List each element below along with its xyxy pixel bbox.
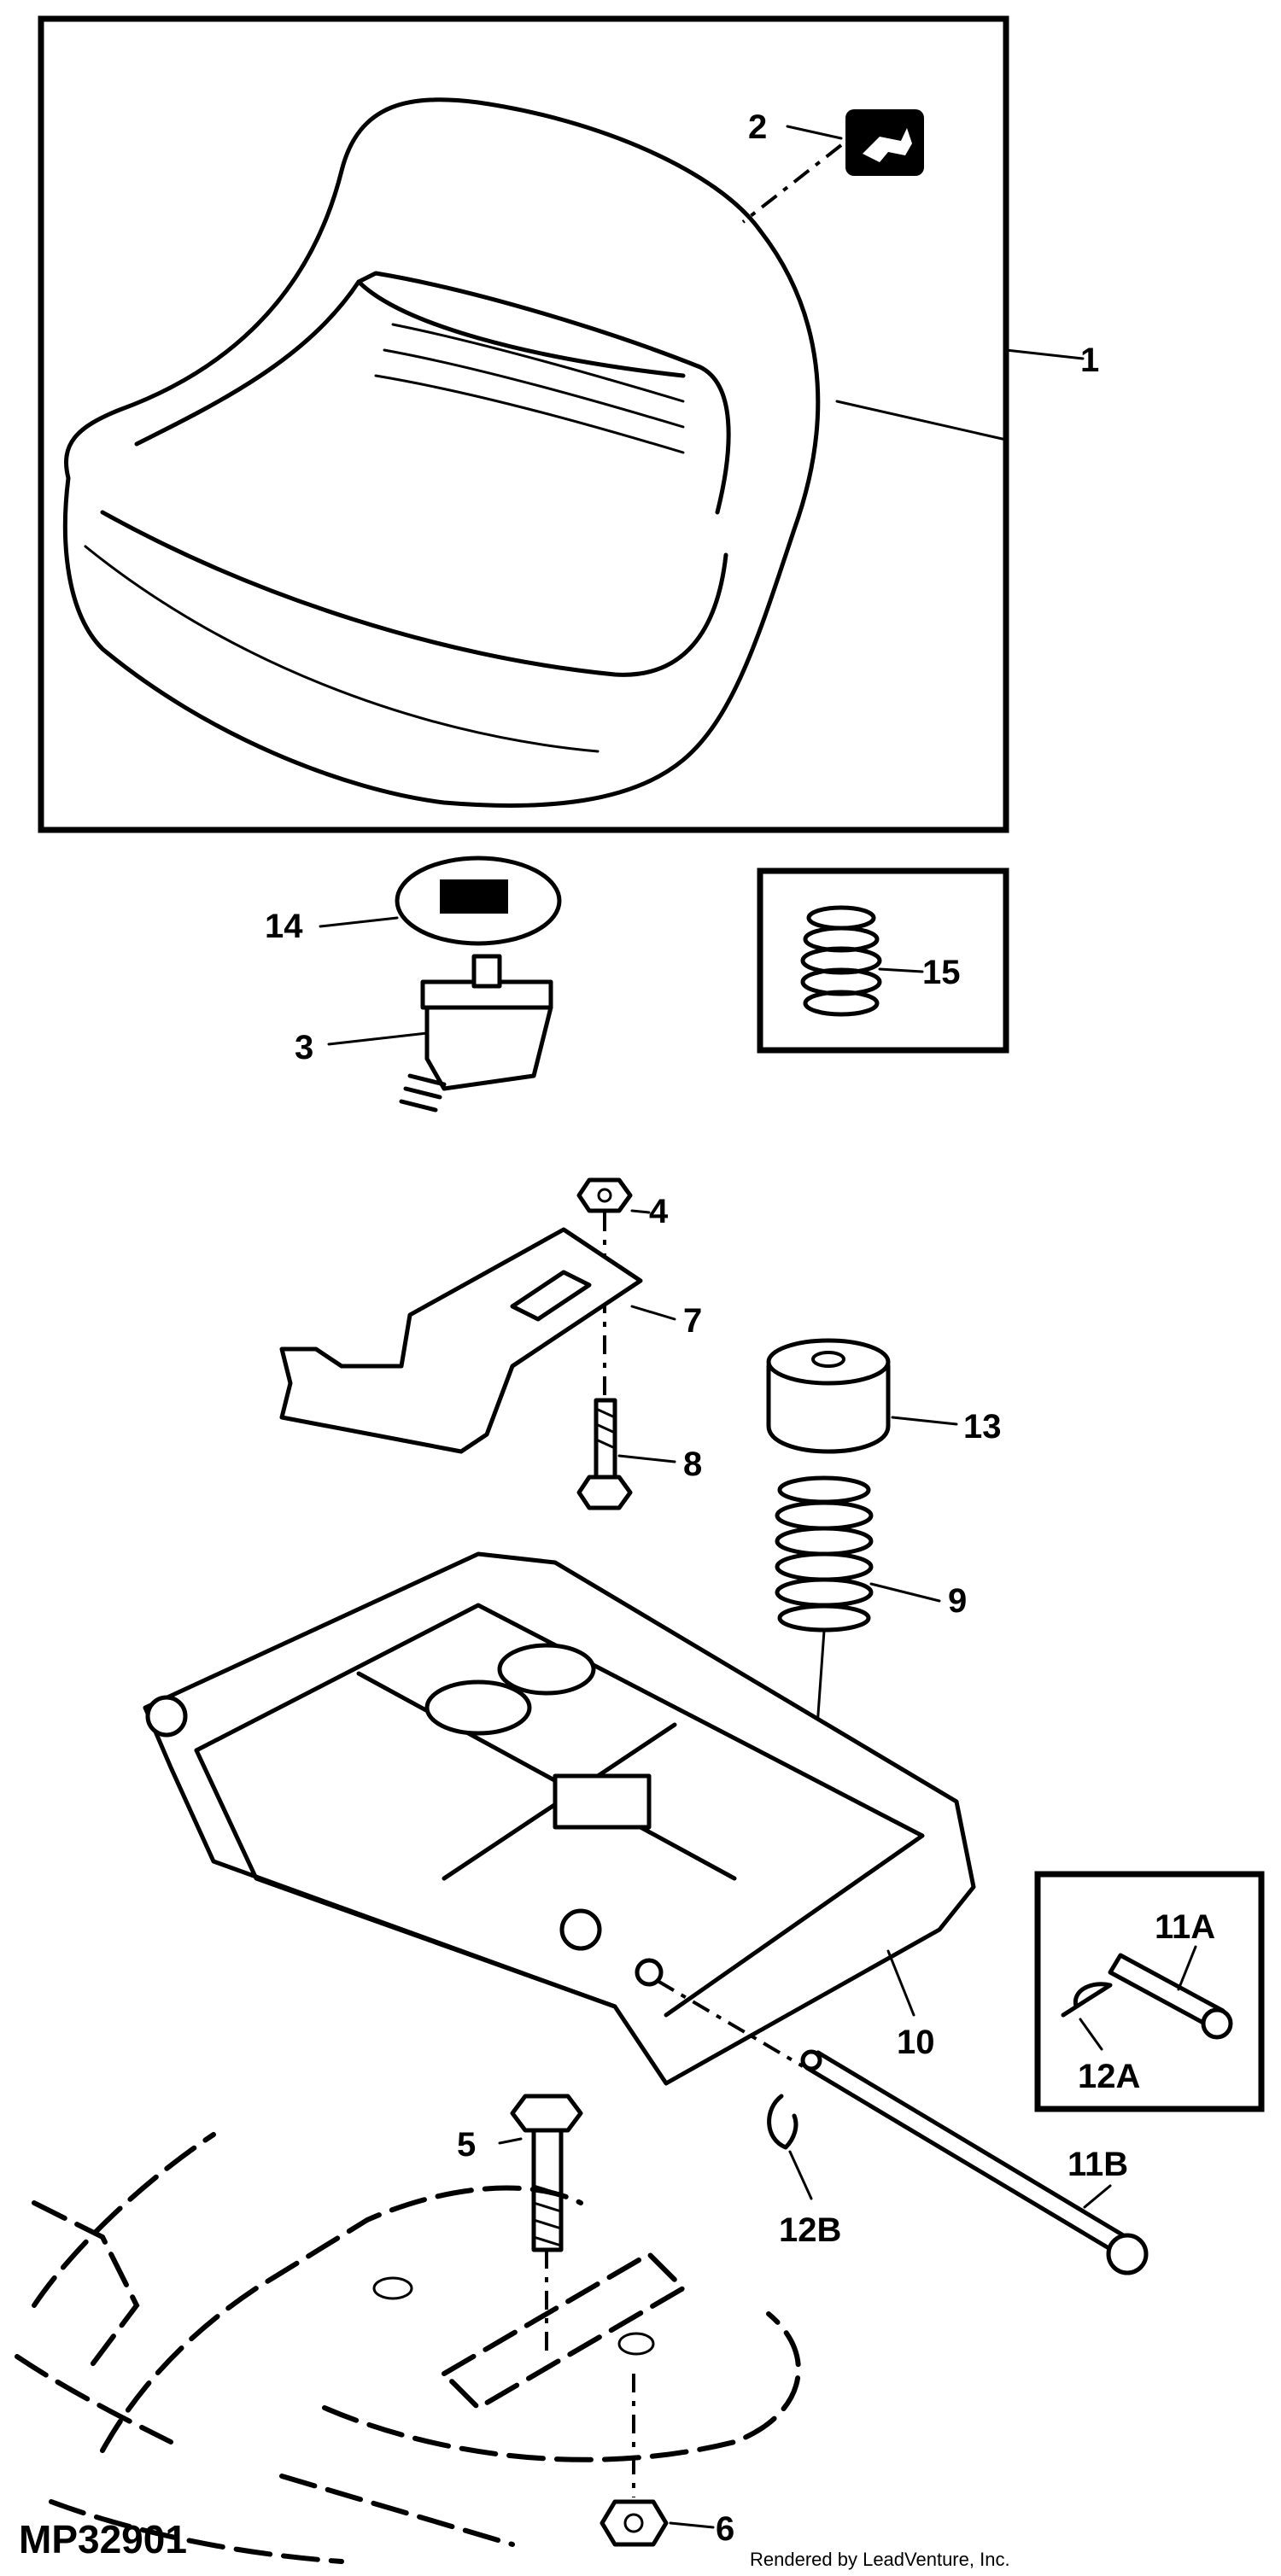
pivot-right [559,1908,602,1951]
callout-3: 3 [295,1029,313,1066]
short-pin-head [1201,2007,1233,2040]
leader-7 [630,1305,676,1321]
pin-axis [656,1979,804,2068]
leader-6 [669,2521,715,2529]
leader-3 [327,1031,429,1046]
pan-boss-2 [497,1643,596,1696]
seat-frame [38,15,1009,833]
seat-groove-3 [374,374,685,454]
seat-group: 1 2 [38,15,1099,833]
seat-groove-2 [383,348,685,429]
seat-pan-group: 10 [143,1551,976,2086]
leader-14 [319,916,399,928]
pivot-left [145,1695,188,1738]
bolt-8-head [576,1475,633,1510]
callout-15: 15 [922,954,961,991]
leader-12a [1079,2018,1103,2051]
leader-13 [891,1416,958,1426]
leader-9 [869,1582,941,1603]
pan-divider-1 [356,1671,737,1881]
switch-terminals [399,1073,447,1113]
hairpin-clip [1061,1982,1113,2018]
switch-boot-plunger [440,879,508,914]
pan-boss-1 [424,1679,532,1736]
seat-inner-lip [134,271,731,515]
leader-11a [1177,1945,1197,1991]
leader-1 [1004,348,1085,360]
pivot-hole [635,1958,664,1987]
suspension-group: 13 9 [766,1338,1002,1752]
render-credit: Rendered by LeadVenture, Inc. [750,2549,1010,2570]
callout-12a: 12A [1078,2058,1140,2095]
callout-13: 13 [963,1408,1002,1446]
switch-plunger [471,954,502,989]
tractor-frame-ghost [15,2132,801,2564]
bolt-8-threads [594,1407,617,1450]
main-spring [775,1475,874,1633]
leader-8 [617,1454,676,1463]
pin-hole [800,2049,822,2071]
callout-12b: 12B [779,2211,841,2249]
leader-2-dash [741,143,843,224]
seat-front-edge [84,545,600,753]
nut-4 [576,1177,633,1213]
switch-group: 14 3 [265,856,562,1113]
pin-inset-frame [1034,1871,1265,2112]
callout-14: 14 [265,908,303,945]
nut-6 [600,2499,669,2547]
pin-inset-group: 11A 12A [1034,1871,1265,2112]
pivot-pin-group: 12B 11B [656,1979,1149,2275]
leader-5 [498,2137,523,2145]
bolt-5-head [510,2094,583,2133]
fastener-group: 5 6 [457,2094,734,2548]
e-clip [767,2094,798,2150]
callout-2: 2 [748,108,767,146]
callout-11a: 11A [1155,1908,1215,1946]
bracket-slot [510,1270,592,1322]
callout-10: 10 [897,2024,935,2061]
leader-11b [1083,2184,1112,2209]
leader-10 [886,1949,915,2017]
callout-1: 1 [1080,342,1099,379]
switch-bracket [279,1227,643,1454]
seat-cushion [62,97,821,808]
leader-1-b [835,400,1008,441]
callout-4: 4 [649,1193,669,1230]
leader-12b [788,2150,813,2200]
bracket-group: 4 7 8 [279,1177,702,1510]
seat-groove-1 [391,323,685,403]
callout-11b: 11B [1068,2146,1128,2183]
leader-2 [786,125,843,140]
deer-logo-icon [863,128,912,162]
leader-15 [878,967,924,973]
callout-7: 7 [683,1302,702,1340]
pan-front-wall [194,1748,617,2009]
callout-8: 8 [683,1446,702,1483]
leader-4 [630,1209,651,1214]
pan-switch-mount [553,1773,652,1830]
callout-5: 5 [457,2126,476,2164]
pin-head [1106,2233,1149,2275]
pan-inner-rim [194,1603,925,2018]
spring-inset-group: 15 [757,867,1009,1054]
small-spring [800,905,882,1017]
callout-9: 9 [948,1582,967,1620]
seat-back-ridge [356,279,686,378]
callout-6: 6 [716,2510,734,2548]
figure-code: MP32901 [19,2517,187,2561]
seat-pan [100,510,728,677]
spring-inset-frame [757,867,1009,1054]
